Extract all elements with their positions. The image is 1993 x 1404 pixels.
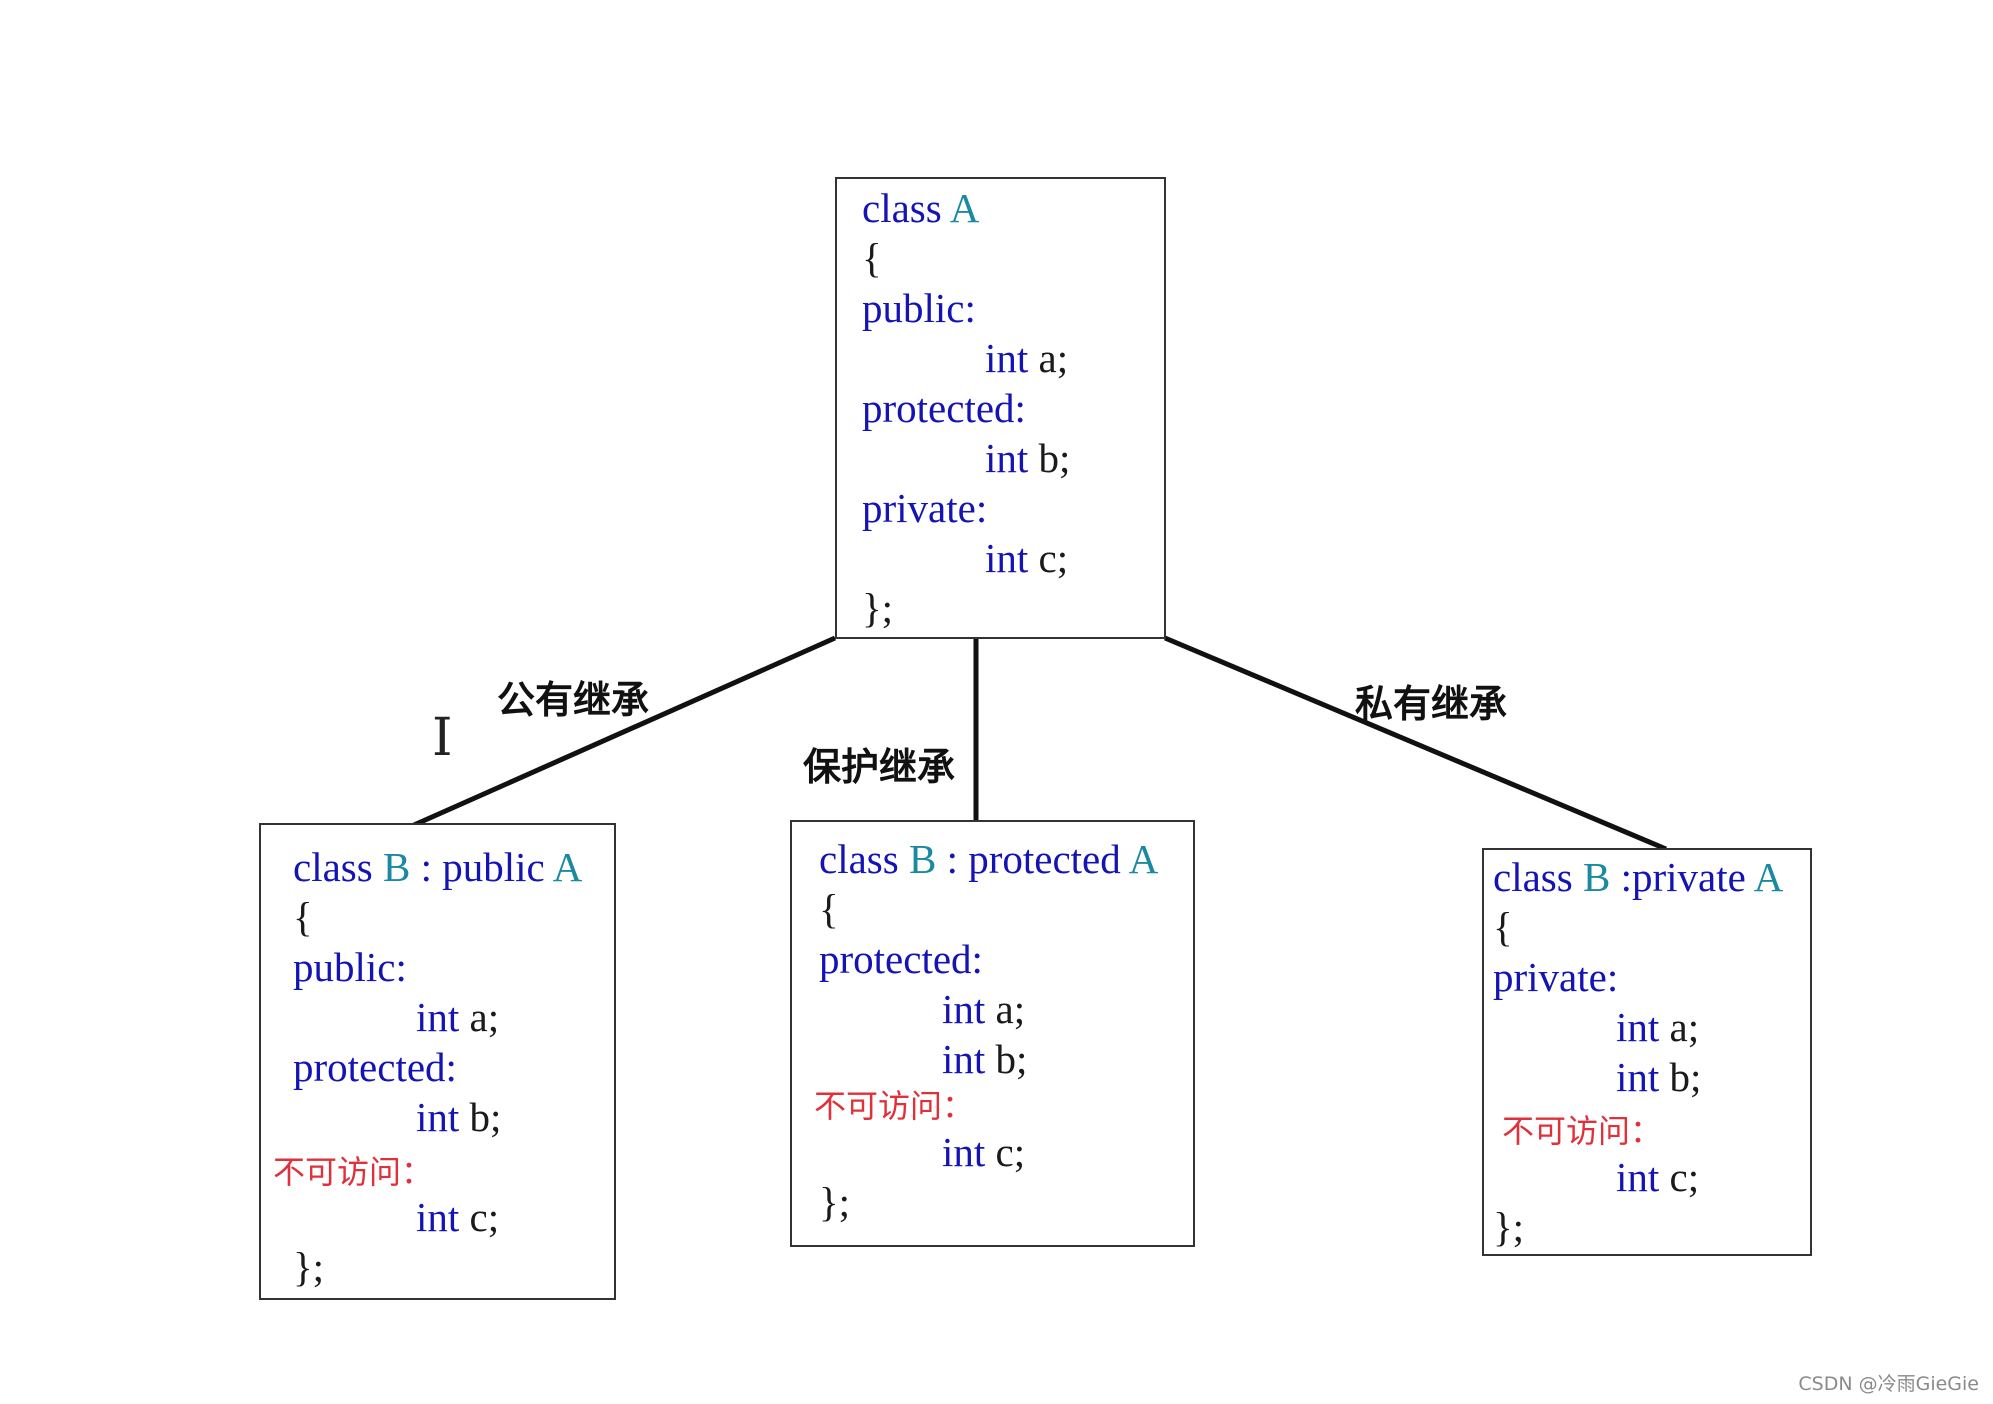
private-inheritance-line [1164, 635, 1667, 852]
access-public: public: [293, 944, 407, 990]
close-brace: }; [1493, 1204, 1525, 1250]
class-name: B [908, 836, 937, 882]
type-keyword: int [942, 1129, 986, 1175]
member-b: int b; [416, 1097, 501, 1138]
protected-inheritance-label: 保护继承 [803, 745, 956, 789]
class-name: A [949, 185, 980, 231]
close-brace: }; [293, 1244, 325, 1290]
type-keyword: int [985, 435, 1029, 481]
access-private: private: [862, 485, 988, 531]
class-header: class B : protected A [819, 839, 1158, 880]
inaccessible-label: 不可访问： [1502, 1112, 1663, 1150]
type-keyword: int [942, 1036, 986, 1082]
member-name: c; [995, 1129, 1026, 1175]
base-name: A [1128, 836, 1159, 882]
open-brace: { [819, 886, 839, 932]
inherit-mode: public [442, 844, 545, 890]
type-keyword: int [416, 1194, 460, 1240]
open-brace: { [293, 894, 313, 940]
member-name: b; [995, 1036, 1028, 1082]
member-name: a; [469, 994, 500, 1040]
member-b: int b; [942, 1039, 1027, 1080]
open-brace: { [862, 235, 882, 281]
close-brace: }; [862, 585, 894, 631]
open-brace: { [1493, 904, 1513, 950]
derived-protected-box: class B : protected A { protected: int a… [790, 820, 1195, 1247]
member-name: a; [995, 986, 1026, 1032]
member-name: c; [469, 1194, 500, 1240]
type-keyword: int [416, 1094, 460, 1140]
class-keyword: class [1493, 854, 1573, 900]
access-protected: protected: [293, 1044, 457, 1090]
member-a: int a; [985, 338, 1068, 379]
class-header: class B : public A [293, 847, 582, 888]
base-class-a-box: class A { public: int a; protected: int … [835, 177, 1166, 639]
member-name: a; [1038, 335, 1069, 381]
member-c: int c; [416, 1197, 499, 1238]
member-name: b; [1038, 435, 1071, 481]
member-c: int c; [942, 1132, 1025, 1173]
close-brace: }; [819, 1179, 851, 1225]
private-inheritance-label: 私有继承 [1355, 682, 1508, 726]
type-keyword: int [1616, 1004, 1660, 1050]
member-b: int b; [1616, 1057, 1701, 1098]
public-inheritance-label: 公有继承 [497, 678, 650, 722]
member-name: c; [1038, 535, 1069, 581]
member-name: b; [469, 1094, 502, 1140]
access-public: public: [862, 285, 976, 331]
member-a: int a; [942, 989, 1025, 1030]
type-keyword: int [416, 994, 460, 1040]
text-cursor-icon: I [432, 708, 453, 768]
class-header: class A [862, 188, 979, 229]
member-a: int a; [416, 997, 499, 1038]
type-keyword: int [1616, 1154, 1660, 1200]
member-name: c; [1669, 1154, 1700, 1200]
base-name: A [552, 844, 583, 890]
type-keyword: int [942, 986, 986, 1032]
member-name: a; [1669, 1004, 1700, 1050]
member-name: b; [1669, 1054, 1702, 1100]
class-keyword: class [819, 836, 899, 882]
inherit-separator: : [946, 836, 958, 882]
class-name: B [382, 844, 411, 890]
member-c: int c; [985, 538, 1068, 579]
class-header: class B :private A [1493, 857, 1783, 898]
base-name: A [1753, 854, 1784, 900]
inaccessible-label: 不可访问： [273, 1153, 434, 1191]
access-protected: protected: [862, 385, 1026, 431]
type-keyword: int [985, 535, 1029, 581]
inherit-separator: : [420, 844, 432, 890]
access-protected: protected: [819, 936, 983, 982]
inherit-mode: protected [968, 836, 1121, 882]
public-inheritance-line [412, 635, 837, 828]
inherit-mode: :private [1620, 854, 1746, 900]
member-c: int c; [1616, 1157, 1699, 1198]
type-keyword: int [985, 335, 1029, 381]
access-private: private: [1493, 954, 1619, 1000]
inaccessible-label: 不可访问： [814, 1087, 975, 1125]
member-b: int b; [985, 438, 1070, 479]
derived-private-box: class B :private A { private: int a; int… [1482, 848, 1812, 1256]
type-keyword: int [1616, 1054, 1660, 1100]
class-keyword: class [293, 844, 373, 890]
class-keyword: class [862, 185, 942, 231]
watermark: CSDN @冷雨GieGie [1798, 1373, 1979, 1395]
member-a: int a; [1616, 1007, 1699, 1048]
derived-public-box: class B : public A { public: int a; prot… [259, 823, 616, 1300]
class-name: B [1582, 854, 1611, 900]
